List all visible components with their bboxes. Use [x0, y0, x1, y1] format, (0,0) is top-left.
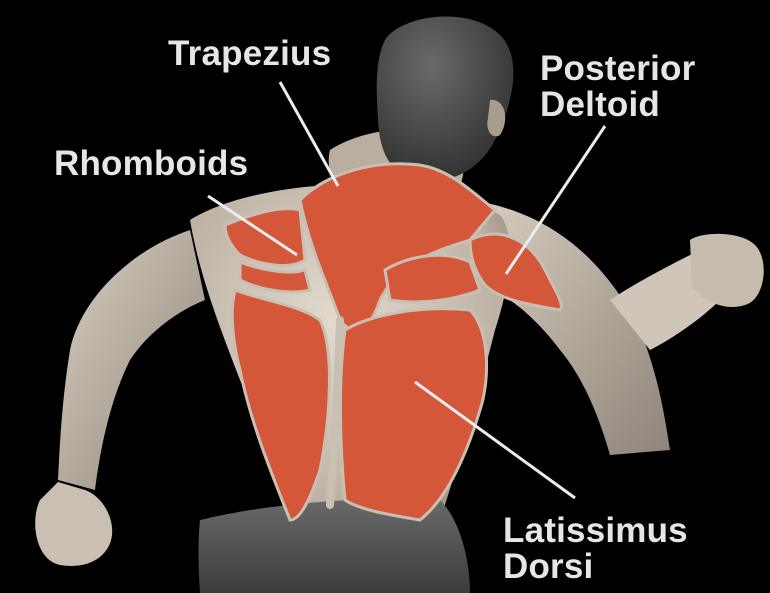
label-posterior-deltoid-line2: Deltoid: [540, 87, 695, 123]
label-latissimus-dorsi: Latissimus Dorsi: [503, 513, 688, 585]
latissimus-dorsi-left: [232, 290, 329, 520]
trapezius-leader: [280, 82, 338, 186]
left-arm: [58, 230, 205, 490]
latissimus-dorsi-right: [340, 309, 486, 520]
label-rhomboids: Rhomboids: [54, 146, 248, 182]
label-latissimus-dorsi-line1: Latissimus: [503, 513, 688, 549]
head-hair: [377, 16, 514, 180]
infraspinatus-muscle: [385, 255, 480, 302]
label-posterior-deltoid-line1: Posterior: [540, 51, 695, 87]
label-latissimus-dorsi-line2: Dorsi: [503, 549, 688, 585]
label-trapezius: Trapezius: [168, 36, 331, 72]
left-hand: [35, 482, 112, 566]
label-posterior-deltoid: Posterior Deltoid: [540, 51, 695, 123]
